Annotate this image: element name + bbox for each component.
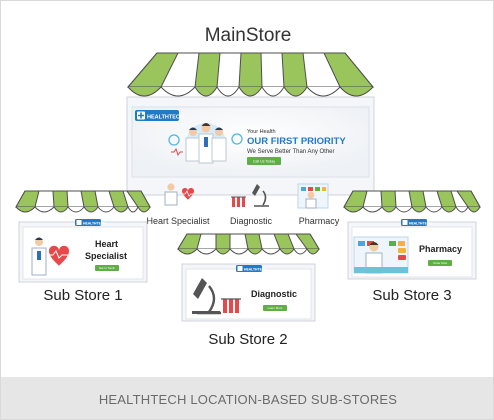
main-category-heart: Heart Specialist	[146, 216, 210, 226]
sub-store-3: HEALTHTECH Pharmacy Order Now	[343, 190, 481, 280]
sub-store-1-button-label: Get In Touch	[99, 266, 116, 270]
sub-store-1-button[interactable]	[95, 265, 119, 271]
main-hero-line1: Your Health	[247, 129, 276, 135]
main-hero-button-label: Call Us Today	[253, 160, 275, 164]
diagnostic-icon	[231, 184, 269, 207]
sub-store-3-awning	[343, 190, 481, 213]
footer-caption: HEALTHTECH LOCATION-BASED SUB-STORES	[98, 391, 398, 407]
sub-store-2-awning	[177, 233, 320, 255]
main-category-pharmacy: Pharmacy	[299, 216, 340, 226]
pharmacy-icon	[297, 183, 329, 209]
footer-caption-band: HEALTHTECH LOCATION-BASED SUB-STORES	[1, 377, 493, 419]
sub-store-3-brand: HEALTHTECH	[409, 221, 432, 225]
sub-store-2-label: Sub Store 2	[208, 331, 288, 348]
sub-store-2-button[interactable]	[263, 305, 287, 311]
sub-store-2-brand: HEALTHTECH	[244, 267, 267, 271]
main-store-brand: HEALTHTECH	[147, 115, 184, 121]
sub-store-1-logo: HEALTHTECH	[75, 219, 106, 226]
main-store-awning	[126, 52, 375, 97]
main-store-logo: HEALTHTECH	[135, 110, 184, 121]
sub-store-3-pharmacist-illustration	[353, 236, 409, 274]
main-store-doctors-illustration	[168, 123, 243, 164]
main-hero-button[interactable]	[247, 157, 281, 165]
sub-store-2-microscope-illustration	[192, 278, 241, 315]
sub-store-3-label: Sub Store 3	[372, 287, 452, 304]
sub-store-2-heading: Diagnostic	[251, 289, 297, 299]
sub-store-3-logo: HEALTHTECH	[401, 219, 432, 226]
sub-store-2: HEALTHTECH Diagnostic Learn More	[177, 233, 320, 322]
main-store: HEALTHTECH Your Health OUR FIRST PRIORIT…	[126, 52, 375, 226]
stores-illustration: HEALTHTECH Your Health OUR FIRST PRIORIT…	[15, 52, 481, 322]
sub-store-3-button-label: Order Now	[433, 261, 448, 265]
sub-store-1: HEALTHTECH Heart Specialist Get In Touch	[15, 190, 151, 283]
sub-store-1-heading-line2: Specialist	[85, 251, 127, 261]
sub-store-3-heading: Pharmacy	[419, 244, 462, 254]
sub-store-3-button[interactable]	[428, 260, 452, 266]
main-store-title: MainStore	[204, 25, 292, 46]
sub-store-2-button-label: Learn More	[268, 306, 283, 310]
heart-specialist-icon	[164, 183, 194, 206]
main-hero-line2: OUR FIRST PRIORITY	[247, 136, 346, 147]
sub-store-1-awning	[15, 190, 151, 213]
sub-store-1-label: Sub Store 1	[43, 287, 123, 304]
main-category-diagnostic: Diagnostic	[230, 216, 273, 226]
sub-store-1-doctor-heart-illustration	[31, 237, 69, 276]
sub-store-2-logo: HEALTHTECH	[236, 265, 267, 272]
sub-store-1-heading-line1: Heart	[95, 239, 118, 249]
sub-store-1-brand: HEALTHTECH	[83, 221, 106, 225]
main-hero-line3: We Serve Better Than Any Other	[247, 149, 335, 155]
